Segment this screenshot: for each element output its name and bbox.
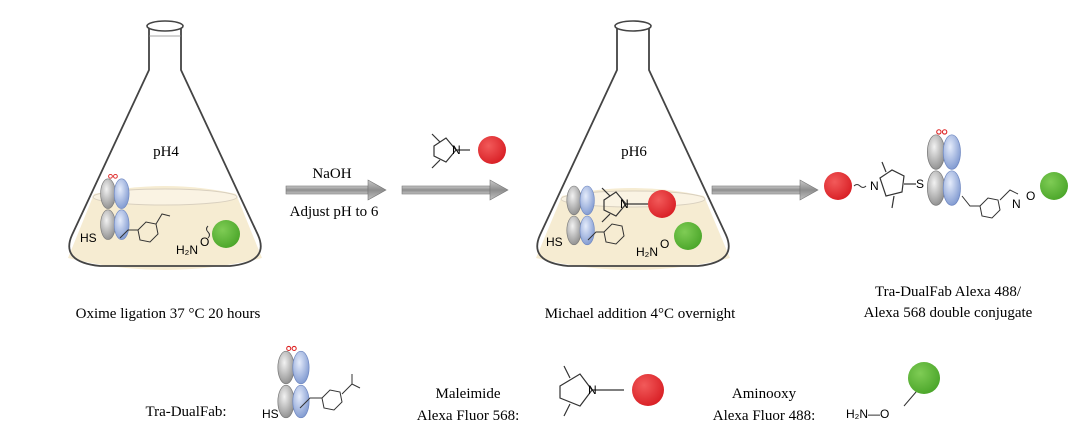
flask-2-oxygen: O: [660, 237, 669, 251]
flask-2-amine: H₂N: [636, 245, 658, 259]
product-caption-line2: Alexa 568 double conjugate: [864, 305, 1033, 321]
flask-1: pH4 HS H₂N O: [68, 20, 262, 270]
flask-2-ph-label: pH6: [621, 144, 647, 160]
product-alexa488-dye: [1040, 172, 1068, 200]
product-conjugate: N S N O: [824, 129, 1068, 219]
product-s: S: [916, 177, 924, 191]
arrow-1: [285, 179, 387, 201]
arrow-2-maleimide-n: N: [452, 143, 461, 157]
flask-2-outline: [536, 26, 730, 267]
legend-maleimide-line2: Alexa Fluor 568:: [417, 408, 520, 424]
flask-2-thiol: HS: [546, 235, 563, 249]
flask-2-ketone-linker: [587, 223, 625, 245]
legend-aminooxy-line2: Alexa Fluor 488:: [713, 408, 816, 424]
flask-2-maleimide: [601, 187, 648, 223]
flask-2-mouth: [614, 20, 652, 32]
legend-aminooxy-line1: Aminooxy: [732, 386, 797, 402]
flask-1-oxygen: O: [200, 235, 209, 249]
flask-2-caption: Michael addition 4°C overnight: [545, 306, 736, 322]
flask-1-liquid: [68, 186, 262, 270]
arrow-2: [401, 179, 509, 201]
product-n: N: [870, 179, 879, 193]
legend-aminooxy-formula: H₂N—O: [846, 407, 889, 421]
legend-maleimide-structure: [559, 365, 624, 417]
legend-maleimide-n: N: [588, 383, 597, 397]
flask-2-maleimide-n: N: [620, 197, 629, 211]
product-alexa568-dye: [824, 172, 852, 200]
legend-alexa488-dye: [908, 362, 940, 394]
flask-2: pH6 N HS H₂N O: [536, 20, 730, 270]
flask-1-dualfab-antibody: [100, 173, 130, 240]
flask-1-mouth: [146, 20, 184, 32]
step-1-reagent: NaOH: [312, 166, 351, 182]
product-dualfab-antibody: [927, 129, 961, 206]
legend-dualfab-thiol: HS: [262, 407, 279, 421]
legend-maleimide-line1: Maleimide: [436, 386, 501, 402]
flask-1-amine: H₂N: [176, 243, 198, 257]
flask-1-squiggle-icon: [206, 225, 210, 239]
arrow-2-alexa568-dye: [478, 136, 506, 164]
product-oxime-o: O: [1026, 189, 1035, 203]
flask-1-ketone-linker: [119, 213, 171, 243]
arrow-2-maleimide-reagent: [431, 133, 470, 169]
flask-1-ph-label: pH4: [153, 144, 179, 160]
product-squiggle-left-icon: [853, 184, 867, 188]
step-1-condition: Adjust pH to 6: [290, 204, 379, 220]
flask-2-alexa488-dye: [674, 222, 702, 250]
flask-1-caption: Oxime ligation 37 °C 20 hours: [76, 306, 261, 322]
flask-1-alexa488-dye: [212, 220, 240, 248]
product-oxime-n: N: [1012, 197, 1021, 211]
flask-2-alexa568-dye: [648, 190, 676, 218]
product-caption-line1: Tra-DualFab Alexa 488/: [875, 284, 1022, 300]
flask-1-thiol: HS: [80, 231, 97, 245]
legend-dualfab-structure: [277, 345, 361, 419]
arrow-3: [711, 179, 819, 201]
legend-dualfab-label: Tra-DualFab:: [145, 404, 226, 420]
legend-alexa568-dye: [632, 374, 664, 406]
flask-1-outline: [68, 26, 262, 267]
